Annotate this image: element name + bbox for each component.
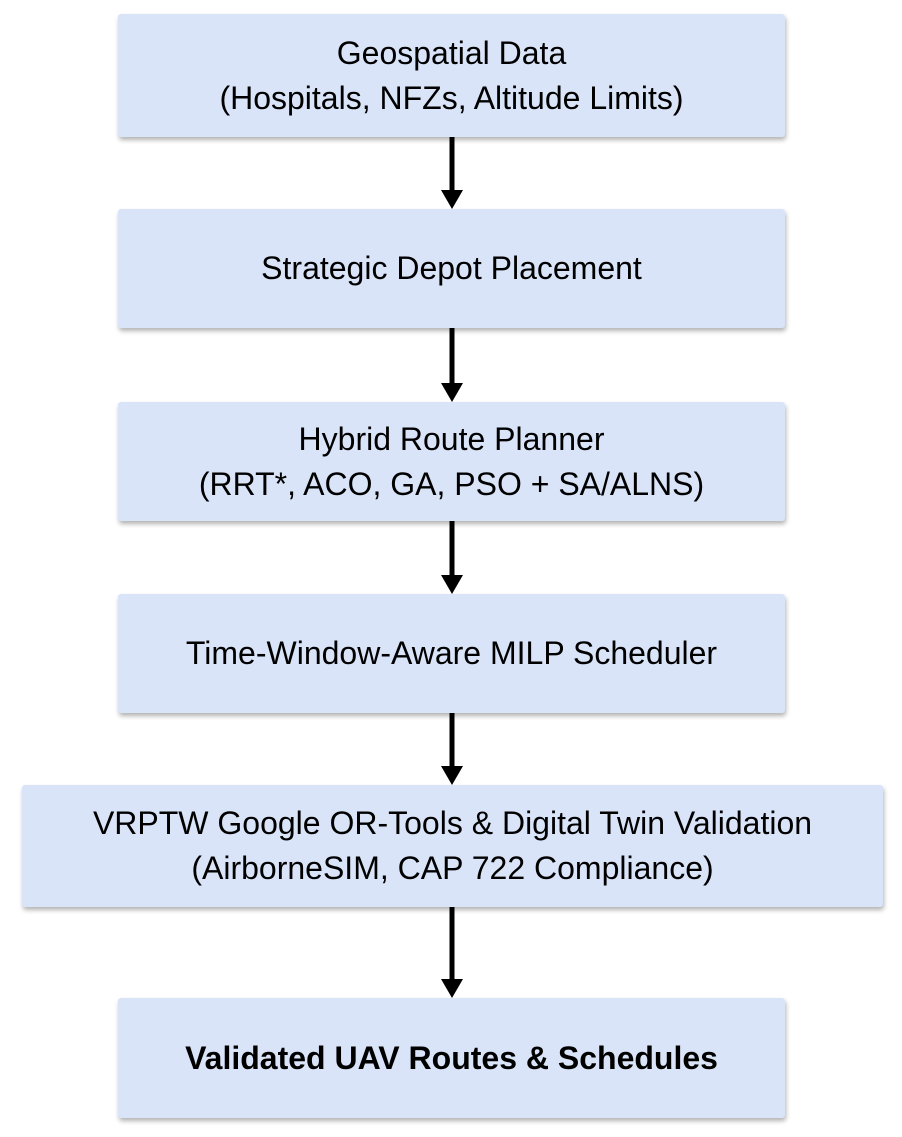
node-text-line: Geospatial Data [336,34,567,71]
arrow-down-icon [441,907,463,998]
node-text-line: Strategic Depot Placement [261,250,642,287]
node-milp-scheduler: Time-Window-Aware MILP Scheduler [118,594,785,713]
arrow-down-icon [441,521,463,594]
arrow-down-icon [441,137,463,209]
node-text-line: VRPTW Google OR-Tools & Digital Twin Val… [92,805,813,842]
node-text-line: (Hospitals, NFZs, Altitude Limits) [219,79,684,116]
node-text-line: Time-Window-Aware MILP Scheduler [185,635,718,672]
node-strategic-depot-placement: Strategic Depot Placement [118,209,785,328]
node-text-line: Hybrid Route Planner [298,420,605,457]
node-validated-output: Validated UAV Routes & Schedules [118,998,785,1118]
node-text-line: (AirborneSIM, CAP 722 Compliance) [191,850,714,886]
arrow-down-icon [441,713,463,785]
node-hybrid-route-planner: Hybrid Route Planner (RRT*, ACO, GA, PSO… [118,402,785,521]
node-text-line: (RRT*, ACO, GA, PSO + SA/ALNS) [198,465,705,502]
node-geospatial-data: Geospatial Data (Hospitals, NFZs, Altitu… [118,14,785,137]
node-text-line: Validated UAV Routes & Schedules [185,1039,718,1076]
node-vrptw-digital-twin: VRPTW Google OR-Tools & Digital Twin Val… [22,785,883,907]
arrow-down-icon [441,328,463,402]
